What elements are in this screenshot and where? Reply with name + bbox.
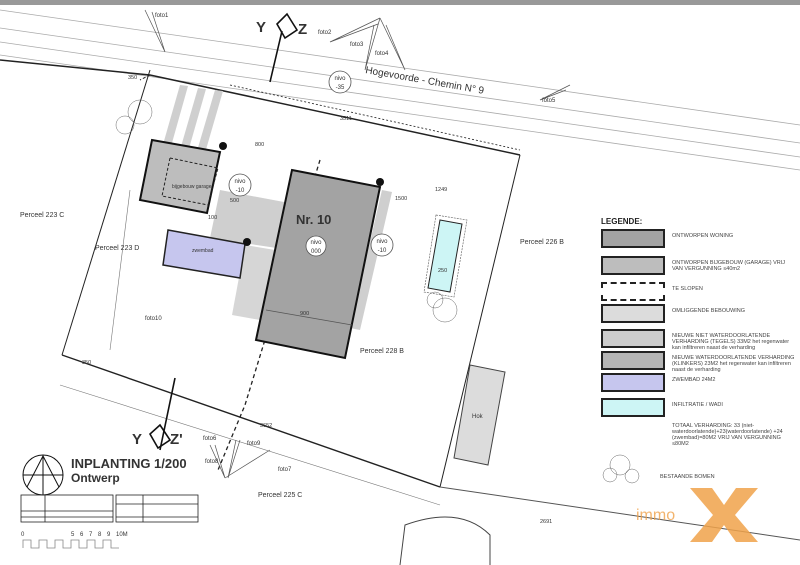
entry-markers: [219, 142, 384, 246]
axis-z-label: Z': [170, 431, 183, 448]
axis-z-label: Z: [298, 21, 307, 38]
hok-building: [453, 364, 506, 466]
dimension: 800: [255, 142, 264, 148]
dimension: 350: [128, 75, 137, 81]
scale-label: 6: [80, 532, 84, 538]
photo-label: foto6: [203, 436, 217, 442]
axis-marker-top: [269, 12, 299, 83]
dimension: 2691: [540, 519, 552, 525]
parcel-label: Perceel 225 C: [258, 492, 302, 499]
scale-label: 10M: [116, 532, 128, 538]
immox-logo: immo: [636, 488, 758, 542]
garage-demolish-outline: [161, 157, 219, 206]
top-border: [0, 0, 800, 5]
photo-label: foto5: [542, 98, 556, 104]
axis-y-label: Y: [132, 431, 142, 448]
legend-item-label: NIEUWE WATERDOORLATENDE VERHARDING (KLIN…: [672, 355, 795, 373]
legend-swatch: [601, 282, 665, 301]
level-label: nivo: [334, 76, 346, 82]
legend-item-label: NIEUWE NIET WATERDOORLATENDE VERHARDING …: [672, 333, 790, 351]
plan-title: INPLANTING 1/200: [71, 456, 187, 471]
level-value: -35: [336, 85, 345, 91]
road-name: Hogevoorde - Chemin N° 9: [364, 65, 485, 97]
photo-label: foto7: [278, 467, 292, 473]
dimension: 100: [208, 215, 217, 221]
svg-text:immo: immo: [636, 507, 675, 524]
photo-label: foto2: [318, 30, 332, 36]
pool: [162, 229, 246, 279]
parcel-label: Perceel 228 B: [360, 348, 404, 355]
legend-trees: BESTAANDE BOMEN: [660, 474, 715, 480]
legend-item-label: ZWEMBAD 24M2: [672, 377, 716, 383]
dimension: 1249: [435, 187, 447, 193]
dimension: 3652: [260, 423, 272, 429]
photo-label: foto4: [375, 51, 389, 57]
house-level-value: 000: [311, 249, 322, 255]
dimension: 3511: [340, 116, 352, 122]
legend-item-label: INFILTRATIE / WADI: [672, 402, 723, 408]
neighbour-building: [399, 516, 491, 565]
house-label: Nr. 10: [296, 212, 331, 227]
dimension: 250: [438, 268, 447, 274]
legend-swatch: [601, 304, 665, 323]
road-lines: [0, 9, 800, 171]
legend-item-label: TE SLOPEN: [672, 286, 703, 292]
photo-viewpoints: [144, 9, 571, 479]
level-label: nivo: [234, 179, 246, 185]
scale-label: 5: [71, 532, 75, 538]
dimension: 900: [300, 311, 309, 317]
house-level-label: nivo: [310, 240, 322, 246]
legend-item-label: OMLIGGENDE BEBOUWING: [672, 308, 746, 314]
parcel-label: Perceel 223 D: [95, 245, 139, 252]
photo-label: foto8: [205, 459, 219, 465]
dimension: 1500: [395, 196, 407, 202]
title-block: [20, 494, 199, 523]
garage: [138, 138, 222, 215]
tree-icons: [115, 99, 640, 484]
legend-total: TOTAAL VERHARDING: 33 (niet-waterdoorlat…: [672, 423, 783, 447]
legend-swatch: [601, 373, 665, 392]
legend-swatch: [601, 229, 665, 248]
photo-label: foto3: [350, 42, 364, 48]
scale-label: 0: [21, 532, 25, 538]
garage-label: bijgebouw garage: [172, 184, 212, 190]
north-arrow-icon: [22, 454, 64, 496]
pool-label: zwembad: [192, 248, 214, 254]
scale-bar: [22, 539, 119, 549]
level-value: -10: [378, 248, 387, 254]
legend-item-label: ONTWORPEN BIJGEBOUW (GARAGE) VRIJ VAN VE…: [672, 260, 786, 272]
photo-label: foto10: [145, 316, 162, 322]
level-markers: [228, 70, 394, 257]
axis-y-label: Y: [256, 19, 266, 36]
level-value: -10: [236, 188, 245, 194]
house-nr10: [254, 168, 382, 360]
legend-title: LEGENDE:: [601, 217, 643, 226]
legend-swatch: [601, 351, 665, 370]
plan-subtitle: Ontwerp: [71, 471, 120, 485]
photo-label: foto1: [155, 13, 169, 19]
hok-label: Hok: [472, 414, 484, 420]
scale-label: 8: [98, 532, 102, 538]
wadi: [427, 219, 463, 293]
parcel-label: Perceel 223 C: [20, 212, 64, 219]
scale-label: 9: [107, 532, 111, 538]
paving-strip: [350, 190, 392, 330]
photo-label: foto9: [247, 441, 261, 447]
legend-item-label: ONTWORPEN WONING: [672, 233, 734, 239]
axis-marker-bottom: [148, 377, 176, 451]
dimension: 350: [82, 360, 91, 366]
dimension: 500: [230, 198, 239, 204]
legend-swatch: [601, 329, 665, 348]
scale-label: 7: [89, 532, 93, 538]
legend-swatch: [601, 398, 665, 417]
level-label: nivo: [376, 239, 388, 245]
driveway-strips: [162, 85, 223, 153]
parcel-label: Perceel 226 B: [520, 239, 564, 246]
legend-swatch: [601, 256, 665, 275]
